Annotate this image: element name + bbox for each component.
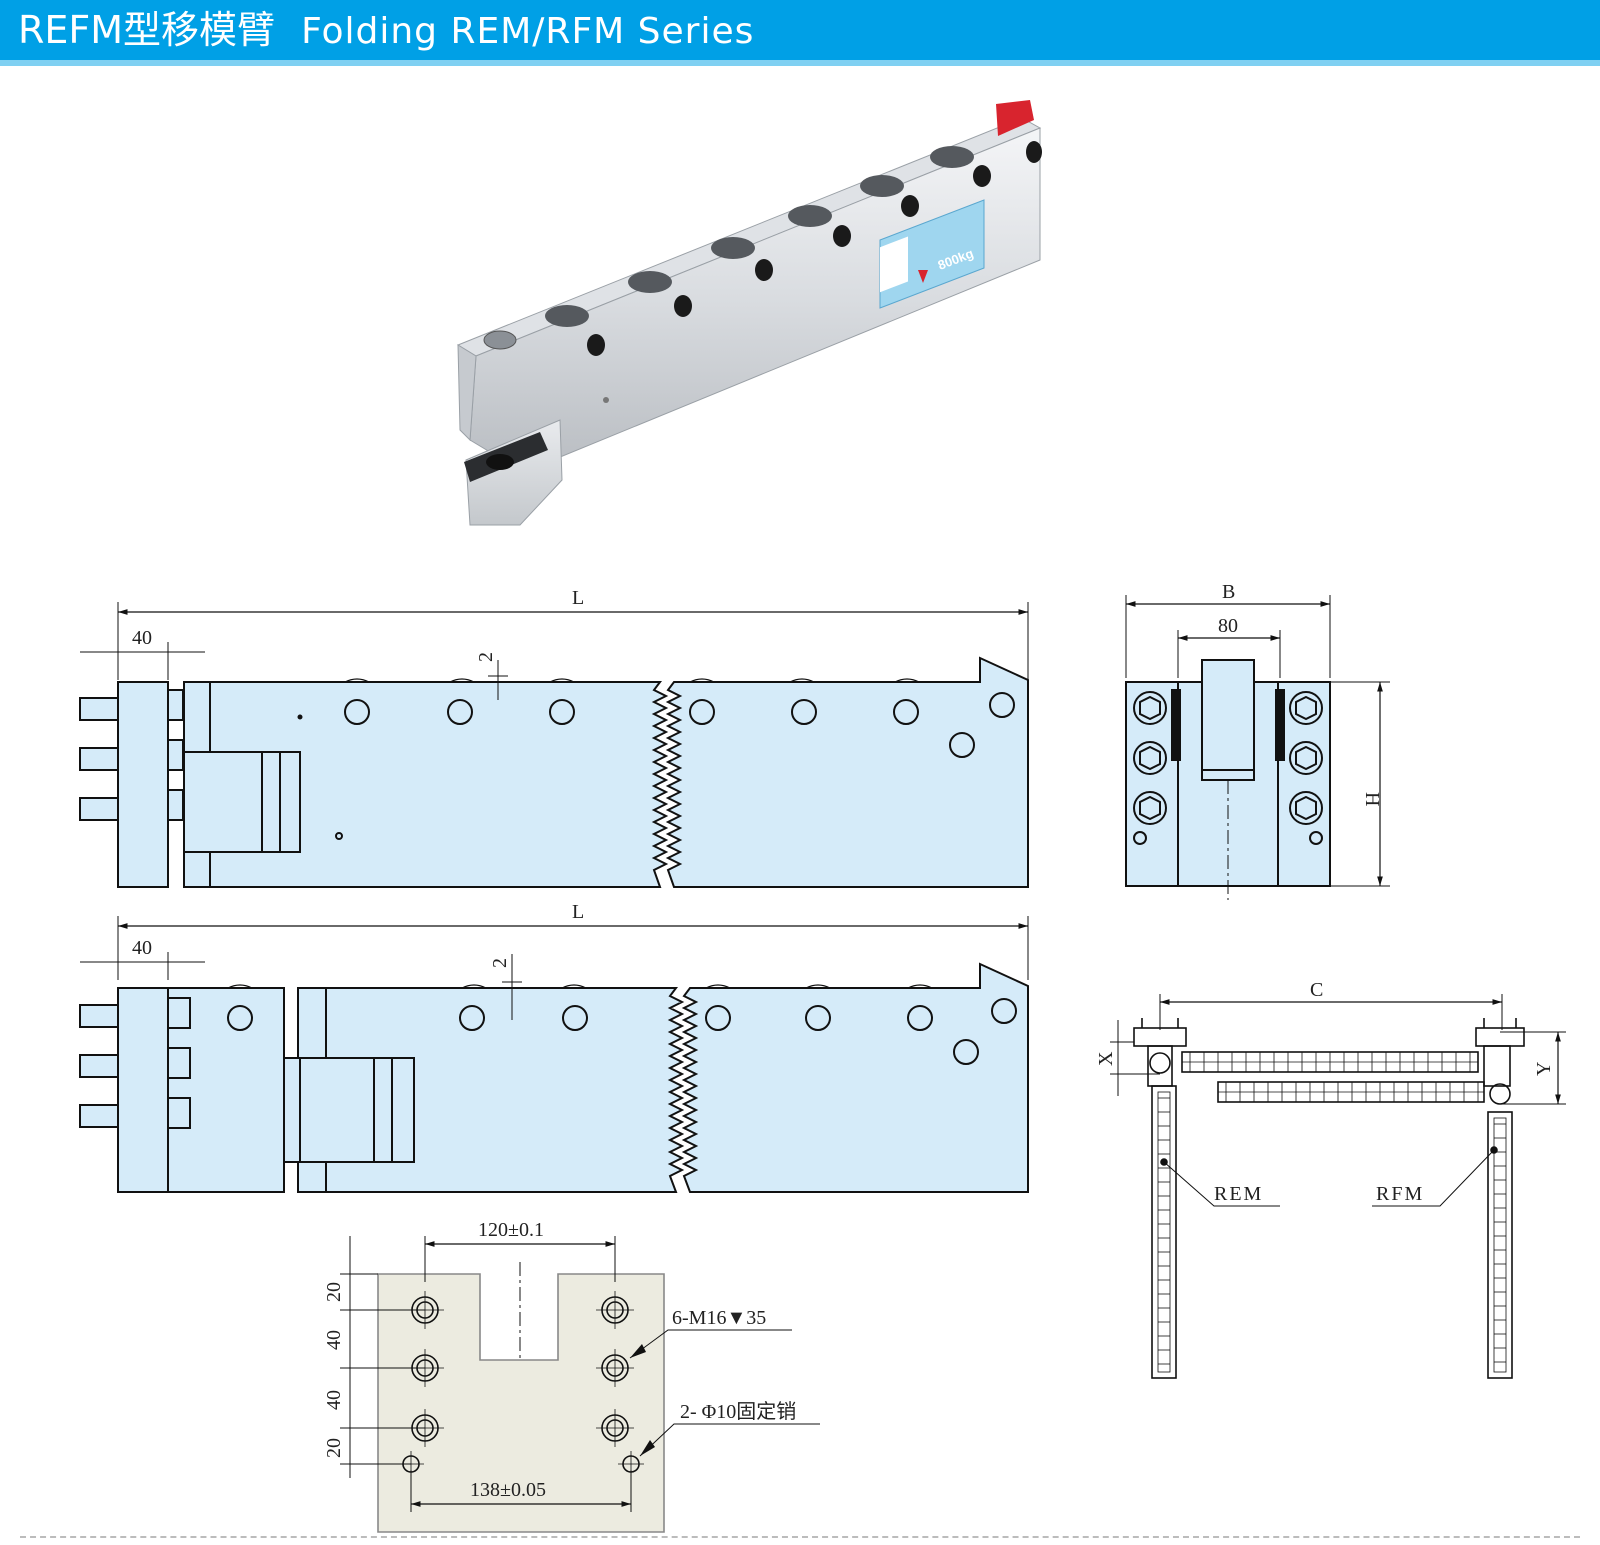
rfm-body-right [681, 962, 1029, 1193]
end-bore [483, 330, 517, 350]
title-en: Folding REM/RFM Series [301, 11, 755, 52]
plan-rfm-vertical [1487, 1111, 1513, 1379]
elevation-rfm [79, 916, 1029, 1193]
header-stripe [0, 60, 1600, 66]
dim-label-40-top: 40 [132, 627, 152, 649]
pin [79, 797, 119, 821]
elevation-rem [79, 602, 1029, 888]
screw-head [833, 225, 851, 247]
main-body-left [183, 681, 669, 888]
dim-label-B: B [1222, 581, 1235, 603]
label-rem: REM [1214, 1183, 1263, 1205]
roller [545, 305, 589, 327]
dim-label-L-bottom: L [572, 901, 584, 923]
mount-plate [377, 1273, 665, 1533]
roller [860, 175, 904, 197]
screw-head [973, 165, 991, 187]
dim-label-40-bottom: 40 [132, 937, 152, 959]
rfm-base-block [117, 987, 301, 1193]
callout-pin: 2- Φ10固定销 [680, 1400, 796, 1423]
screw-row [587, 141, 1042, 356]
plan-rem-vertical [1151, 1085, 1177, 1379]
side-view [1125, 595, 1390, 900]
header-bar [0, 0, 1600, 60]
left-plate [117, 681, 169, 888]
title-cn: REFM型移模臂 [18, 8, 276, 52]
dim-label-138: 138±0.05 [470, 1479, 546, 1501]
product-photo: 800kg [456, 100, 1042, 526]
plan-rem-pivot [1149, 1052, 1171, 1074]
screw-head [755, 259, 773, 281]
label-logo-area [880, 236, 908, 293]
screw-head [901, 195, 919, 217]
dim-label-X: X [1095, 1051, 1117, 1066]
dim-label-40-lower: 40 [323, 1390, 345, 1410]
side-center-block [1201, 659, 1255, 781]
dim-label-L-top: L [572, 587, 584, 609]
roller [788, 205, 832, 227]
pin [79, 697, 119, 721]
dim-label-C: C [1310, 979, 1323, 1001]
dim-label-2-bottom: 2 [489, 958, 511, 968]
hinge-block [183, 751, 301, 853]
plan-rfm-pivot [1489, 1083, 1511, 1105]
main-body-right [665, 656, 1029, 888]
dim-label-20-top: 20 [323, 1282, 345, 1302]
footer-divider [20, 1536, 1580, 1538]
roller [930, 146, 974, 168]
dim-label-Y: Y [1533, 1062, 1555, 1076]
bracket-bore [486, 454, 514, 470]
hole-pattern [340, 1236, 820, 1533]
roller [711, 237, 755, 259]
dim-label-2-top: 2 [475, 652, 497, 662]
arm-end-block [457, 344, 477, 442]
red-stopper [996, 100, 1034, 136]
dim-label-20-bottom: 20 [323, 1438, 345, 1458]
rfm-hinge-block [299, 1057, 415, 1163]
screw-head [1026, 141, 1042, 163]
screw-head [674, 295, 692, 317]
label-rfm: RFM [1376, 1183, 1424, 1205]
dim-label-40-upper: 40 [323, 1330, 345, 1350]
dim-label-120: 120±0.1 [478, 1219, 544, 1241]
pin-hole [603, 397, 609, 403]
pin [79, 747, 119, 771]
dim-label-80: 80 [1218, 615, 1238, 637]
plan-ladder-ticks [1158, 1052, 1506, 1365]
callout-thread: 6-M16▼35 [672, 1307, 766, 1329]
page-title: REFM型移模臂 Folding REM/RFM Series [18, 8, 754, 54]
roller [628, 271, 672, 293]
arm-front-face [469, 127, 1041, 471]
dim-label-H: H [1361, 792, 1383, 806]
screw-head [587, 334, 605, 356]
label-arrow-icon [918, 270, 928, 283]
roller-row [545, 146, 974, 327]
